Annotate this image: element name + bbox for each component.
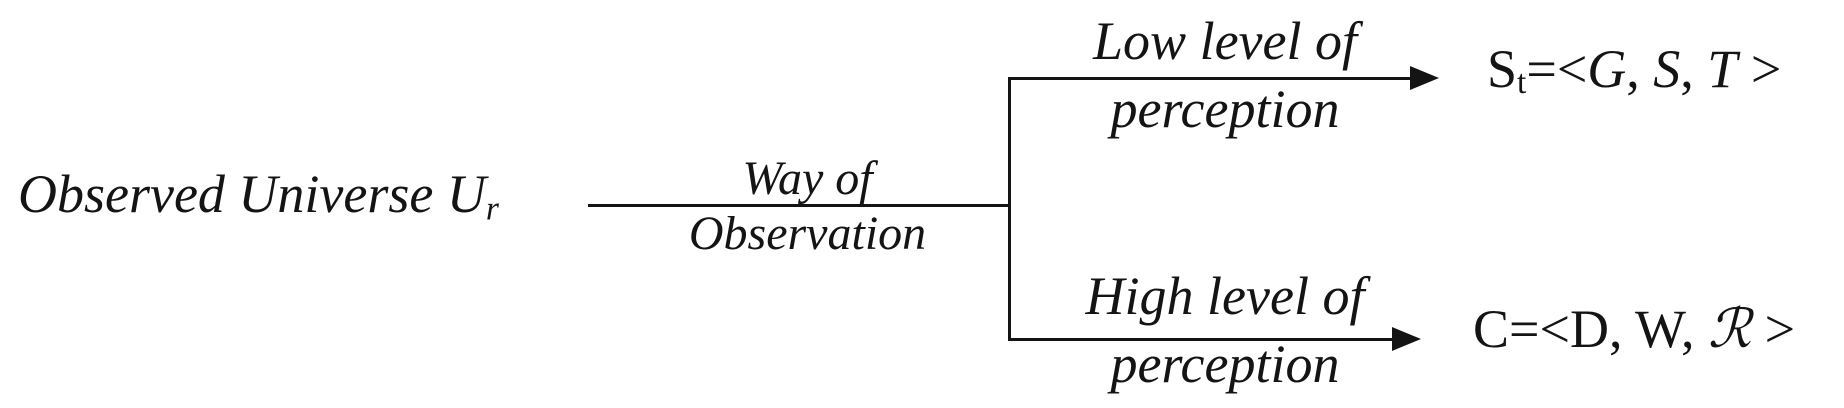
formula-segment: T <box>1707 39 1738 99</box>
formula-segment: , <box>1680 39 1708 99</box>
formula-segment: , <box>1608 299 1635 359</box>
root-label: Observed Universe Ur <box>18 167 499 226</box>
branch-vertical-line <box>1008 77 1011 341</box>
way-of-observation-label-line1: Way of <box>742 152 873 205</box>
low-branch-result-formula: St=<G, S, T > <box>1487 42 1781 100</box>
formula-segment: > <box>1751 299 1796 359</box>
root-label-subscript: r <box>485 190 499 228</box>
formula-segment: t <box>1517 64 1527 102</box>
formula-segment: > <box>1737 39 1782 99</box>
way-of-observation-label-line2: Observation <box>688 207 927 260</box>
formula-segment: , <box>1626 39 1654 99</box>
formula-segment: S <box>1653 39 1681 99</box>
low-branch-arrow-line <box>1008 77 1410 80</box>
root-label-text: Observed Universe U <box>18 164 486 224</box>
formula-segment: , <box>1681 299 1708 359</box>
formula-segment: ℛ <box>1708 299 1752 359</box>
low-branch-label-line1: Low level of <box>1093 11 1357 71</box>
formula-segment: S <box>1487 39 1518 99</box>
formula-segment: G <box>1587 39 1627 99</box>
main-connector-line <box>588 204 1009 207</box>
high-branch-arrowhead-icon <box>1392 327 1421 351</box>
formula-segment: W <box>1634 299 1681 359</box>
high-branch-arrow-line <box>1008 338 1392 341</box>
formula-segment: C <box>1473 299 1510 359</box>
formula-segment: =< <box>1526 39 1588 99</box>
formula-segment: D <box>1569 299 1609 359</box>
formula-segment: =< <box>1509 299 1570 359</box>
high-branch-result-formula: C=<D, W, ℛ > <box>1473 302 1795 356</box>
high-branch-label-line2: perception <box>1110 334 1340 394</box>
low-branch-label-line2: perception <box>1110 79 1340 139</box>
low-branch-arrowhead-icon <box>1410 66 1439 90</box>
high-branch-label-line1: High level of <box>1085 266 1365 326</box>
